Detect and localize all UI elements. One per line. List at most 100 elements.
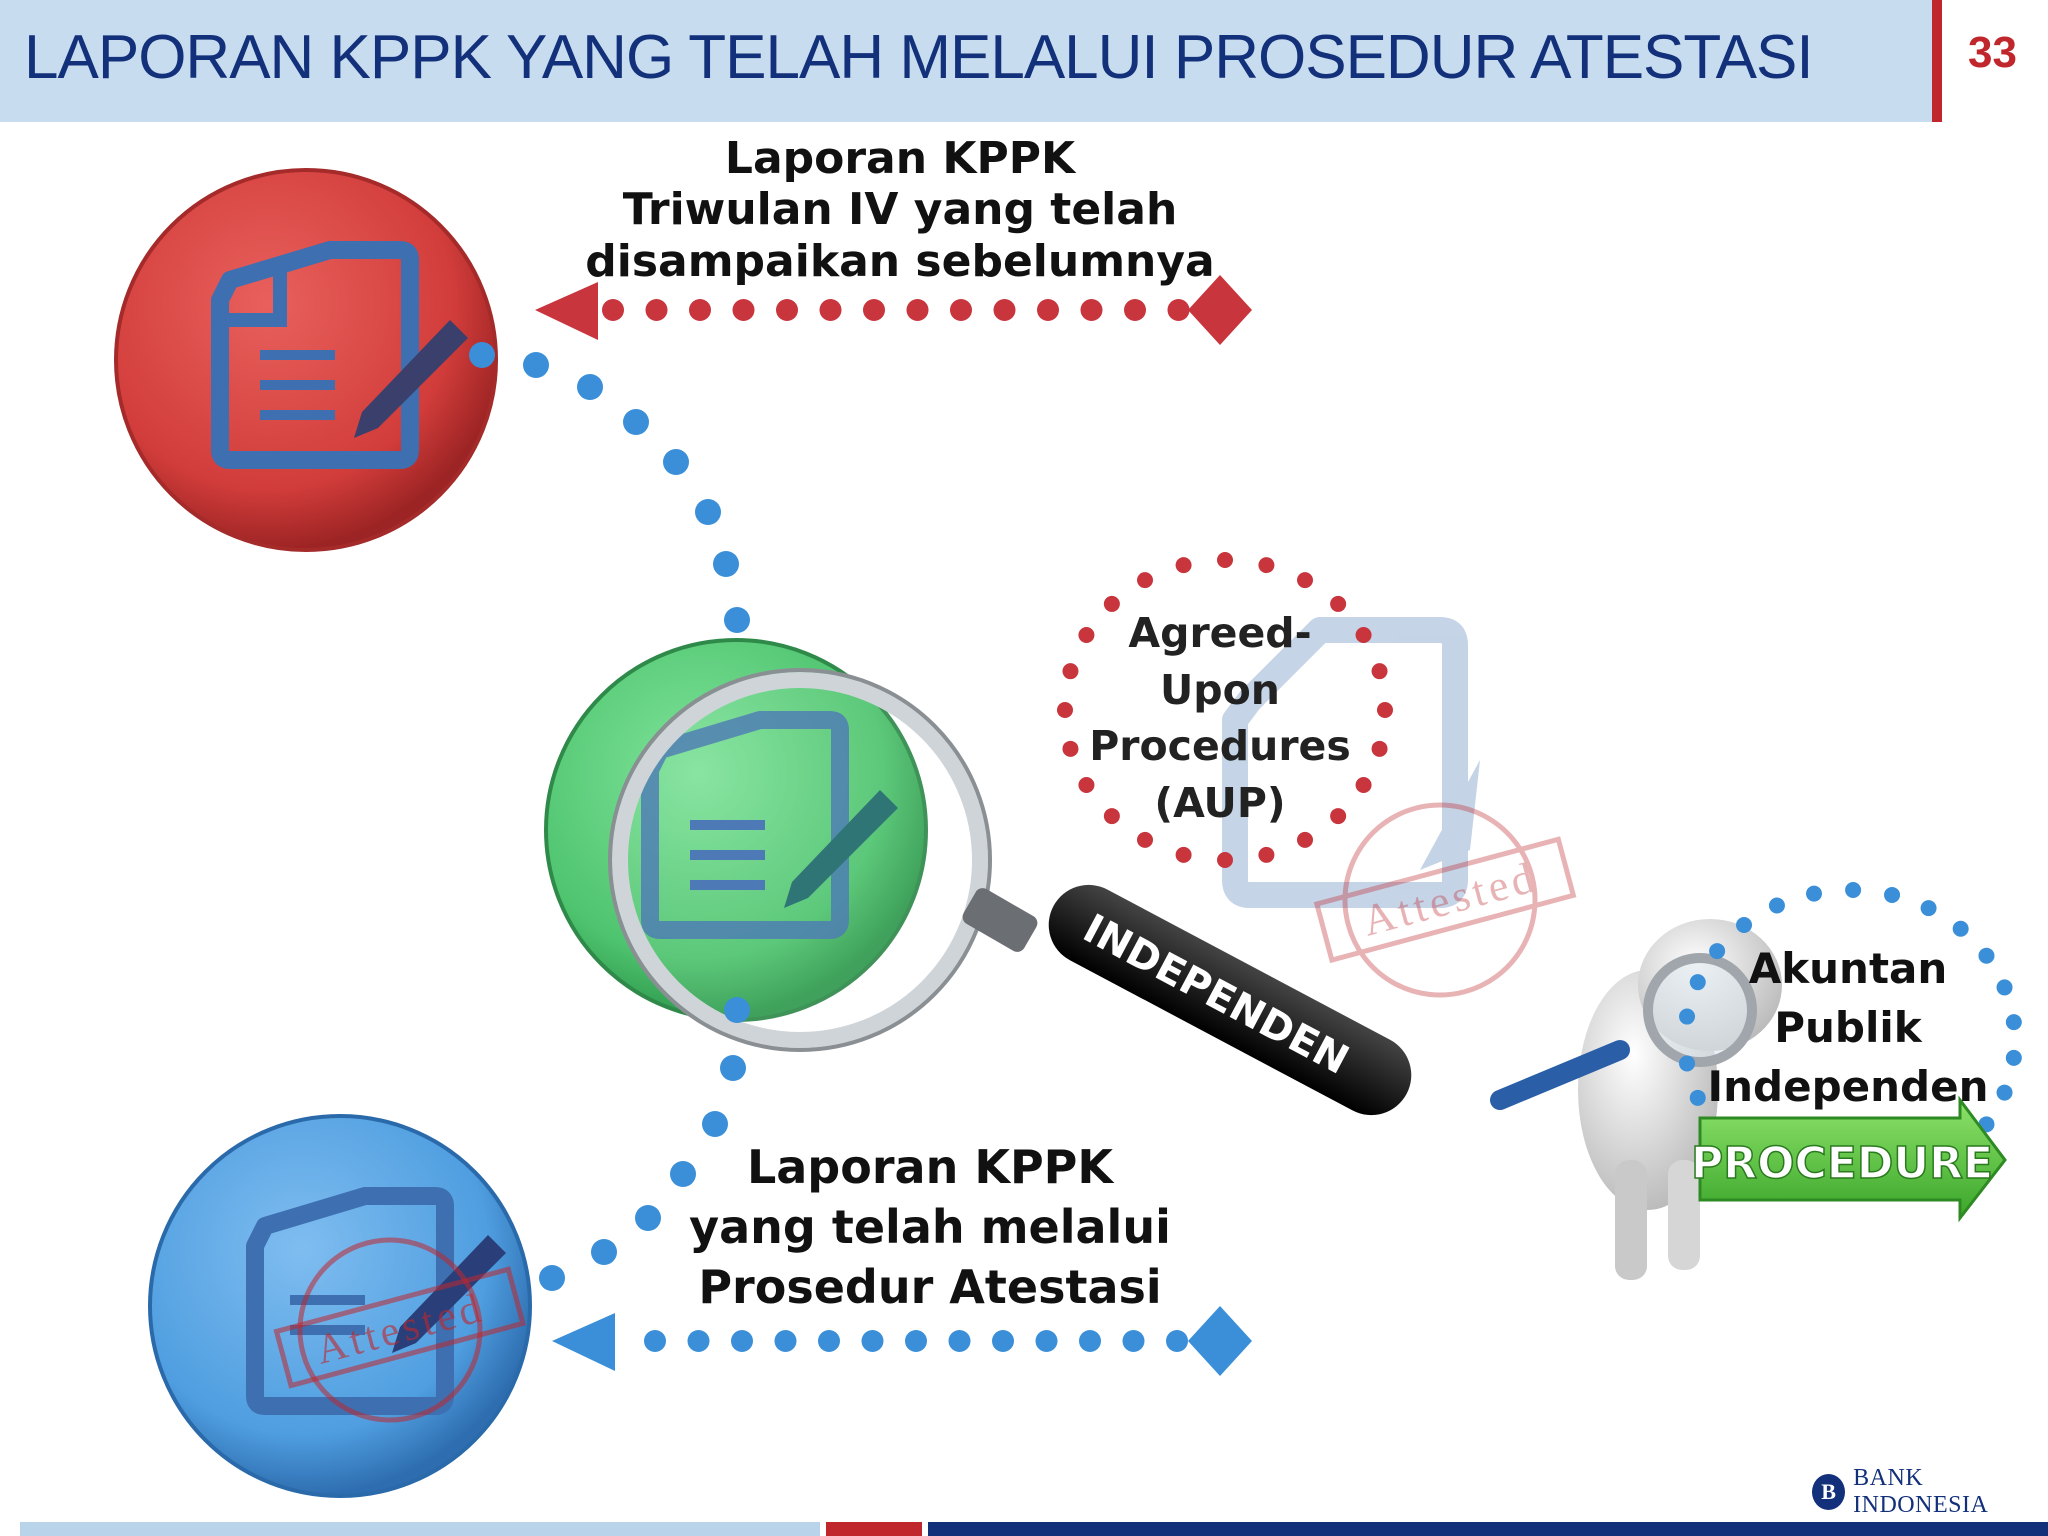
connector-dot bbox=[774, 1330, 797, 1352]
connector-dot bbox=[1217, 852, 1233, 868]
connector-dot bbox=[2005, 1014, 2022, 1031]
connector-dot bbox=[724, 607, 750, 633]
connector-dot bbox=[695, 499, 721, 525]
connector-dot bbox=[1330, 595, 1347, 612]
connector-dot bbox=[1709, 943, 1726, 960]
connector-dot bbox=[1297, 572, 1313, 589]
dotted-curve-upper bbox=[469, 342, 750, 633]
connector-dot bbox=[591, 1239, 617, 1265]
connector-dot bbox=[1679, 1008, 1696, 1025]
connector-dot bbox=[1689, 1089, 1706, 1106]
page-number: 33 bbox=[1968, 28, 2017, 77]
connector-dot bbox=[1103, 808, 1120, 825]
connector-dot bbox=[1371, 663, 1388, 680]
procedure-arrow: PROCEDURE bbox=[1690, 1095, 2007, 1223]
connector-dot bbox=[1920, 900, 1937, 917]
connector-dot bbox=[1078, 777, 1095, 793]
connector-dot bbox=[1175, 557, 1192, 574]
connector-dot bbox=[1736, 917, 1753, 934]
footer-bars bbox=[0, 1522, 2048, 1536]
arrow-to-red-circle bbox=[535, 275, 1252, 345]
arrow-to-blue-circle bbox=[552, 1306, 1252, 1376]
connector-dot bbox=[1355, 627, 1372, 643]
report-circle-red bbox=[114, 168, 498, 552]
document-edit-icon bbox=[641, 711, 898, 939]
connector-dot bbox=[577, 374, 603, 400]
connector-dot bbox=[1166, 1330, 1188, 1352]
connector-dot bbox=[1175, 846, 1192, 863]
header-bar: LAPORAN KPPK YANG TELAH MELALUI PROSEDUR… bbox=[0, 0, 1932, 122]
dotted-line-bottom bbox=[644, 1330, 1188, 1352]
connector-dot bbox=[861, 1330, 884, 1352]
caption-line: Triwulan IV yang telah bbox=[622, 184, 1178, 236]
dotted-curve-lower bbox=[539, 997, 750, 1291]
connector-dot bbox=[1062, 663, 1079, 680]
bank-indonesia-logo: B BANK INDONESIA bbox=[1812, 1465, 2048, 1519]
connector-dot bbox=[539, 1265, 565, 1291]
connector-dot bbox=[724, 997, 750, 1023]
connector-dot bbox=[1037, 299, 1059, 321]
connector-dot bbox=[670, 1161, 696, 1187]
akuntan-line: Publik bbox=[1774, 1002, 1922, 1052]
connector-dot bbox=[623, 409, 649, 435]
connector-dot bbox=[1689, 974, 1706, 991]
aup-label: Agreed- Upon Procedures (AUP) bbox=[1070, 605, 1370, 831]
connector-dot bbox=[732, 299, 755, 321]
akuntan-label: Akuntan Publik Independen bbox=[1698, 940, 1998, 1116]
logo-text: BANK INDONESIA bbox=[1853, 1465, 1989, 1518]
connector-dot bbox=[1377, 702, 1393, 718]
connector-dot bbox=[818, 1330, 840, 1352]
connector-dot bbox=[602, 299, 624, 321]
connector-dot bbox=[948, 1330, 971, 1352]
connector-dot bbox=[1103, 595, 1120, 612]
connector-dot bbox=[702, 1111, 728, 1137]
connector-dot bbox=[1355, 777, 1372, 793]
caption-previous-report: Laporan KPPK Triwulan IV yang telah disa… bbox=[560, 133, 1240, 287]
connector-dot bbox=[1330, 808, 1347, 825]
connector-dot bbox=[720, 1055, 746, 1081]
aup-line: Procedures bbox=[1089, 722, 1351, 771]
connector-dot bbox=[776, 299, 798, 321]
procedure-label: PROCEDURE bbox=[1691, 1138, 1993, 1189]
connector-dot bbox=[687, 1330, 710, 1352]
connector-dot bbox=[1167, 299, 1190, 321]
connector-dot bbox=[1079, 1330, 1101, 1352]
connector-dot bbox=[1258, 557, 1275, 574]
connector-dot bbox=[993, 299, 1016, 321]
connector-dot bbox=[1137, 572, 1153, 589]
connector-dot bbox=[1371, 740, 1388, 757]
connector-dot bbox=[1806, 885, 1823, 902]
caption-line: yang telah melalui bbox=[689, 1199, 1171, 1254]
connector-dot bbox=[644, 1330, 666, 1352]
connector-dot bbox=[863, 299, 885, 321]
connector-dot bbox=[1078, 627, 1095, 643]
document-attested-icon: Attested bbox=[246, 1187, 526, 1423]
document-edit-icon bbox=[211, 241, 468, 469]
aup-line: Upon bbox=[1160, 665, 1280, 714]
connector-dot bbox=[1996, 1084, 2013, 1101]
connector-dot bbox=[523, 352, 549, 378]
header-accent-rule bbox=[1932, 0, 1942, 122]
connector-dot bbox=[1978, 947, 1995, 964]
aup-line: (AUP) bbox=[1154, 778, 1286, 827]
connector-dot bbox=[713, 551, 739, 577]
footer-bar-navy bbox=[928, 1522, 2048, 1536]
connector-dot bbox=[819, 299, 842, 321]
connector-dot bbox=[689, 299, 711, 321]
connector-dot bbox=[1996, 979, 2013, 996]
akuntan-line: Independen bbox=[1707, 1061, 1989, 1111]
connector-dot bbox=[1122, 1330, 1145, 1352]
connector-dot bbox=[1258, 846, 1275, 863]
connector-dot bbox=[1884, 886, 1901, 903]
magnifier-label: INDEPENDEN bbox=[1076, 906, 1356, 1084]
connector-dot bbox=[1217, 552, 1233, 568]
connector-dot bbox=[469, 342, 495, 368]
connector-dot bbox=[1679, 1055, 1696, 1072]
aup-line: Agreed- bbox=[1128, 609, 1312, 657]
connector-dot bbox=[645, 299, 668, 321]
connector-dot bbox=[1080, 299, 1103, 321]
connector-dot bbox=[1768, 897, 1785, 914]
faded-document-icon bbox=[1222, 617, 1480, 908]
connector-dot bbox=[1057, 702, 1073, 718]
connector-dot bbox=[1952, 920, 1969, 937]
